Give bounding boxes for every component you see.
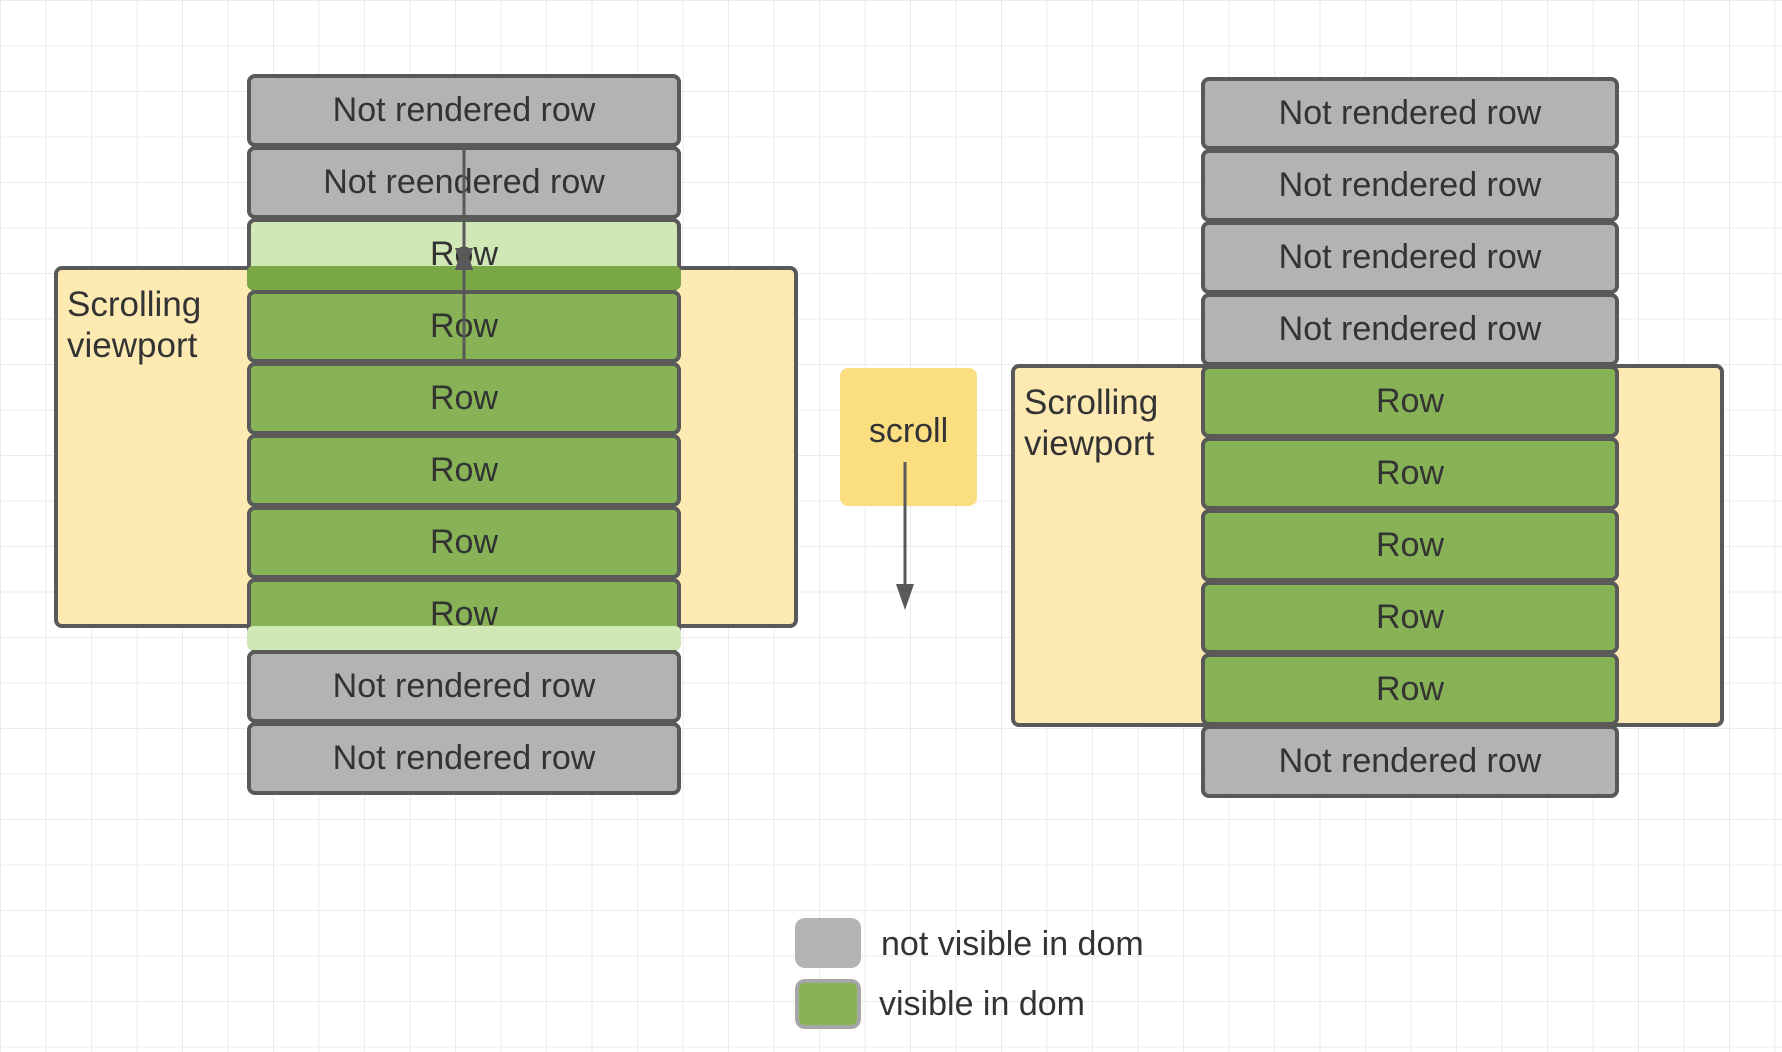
left-row-9: Not rendered row (247, 650, 681, 723)
right-row-8: Row (1201, 581, 1619, 654)
left-row-6: Row (247, 434, 681, 507)
scroll-down-arrow-icon (896, 462, 914, 610)
right-row-6: Row (1201, 437, 1619, 510)
right-row-1: Not rendered row (1201, 77, 1619, 150)
scroll-label: scroll (868, 412, 949, 450)
buffer-bottom-band (247, 626, 681, 650)
legend-gray-swatch (795, 918, 861, 968)
right-row-5: Row (1201, 365, 1619, 438)
left-row-1: Not rendered row (247, 74, 681, 147)
right-row-9: Row (1201, 653, 1619, 726)
left-viewport-label: Scrolling viewport (67, 285, 202, 365)
right-viewport-label: Scrolling viewport (1024, 383, 1159, 463)
right-row-4: Not rendered row (1201, 293, 1619, 366)
right-row-10: Not rendered row (1201, 725, 1619, 798)
right-row-7: Row (1201, 509, 1619, 582)
left-row-7: Row (247, 506, 681, 579)
double-arrow-icon (455, 148, 473, 362)
legend-green-swatch (795, 979, 861, 1029)
legend-not-visible-label: not visible in dom (881, 925, 1144, 963)
left-row-10: Not rendered row (247, 722, 681, 795)
right-row-2: Not rendered row (1201, 149, 1619, 222)
legend-visible-label: visible in dom (879, 985, 1085, 1023)
scroll-box: scroll (840, 368, 977, 506)
left-row-5: Row (247, 362, 681, 435)
right-row-3: Not rendered row (1201, 221, 1619, 294)
